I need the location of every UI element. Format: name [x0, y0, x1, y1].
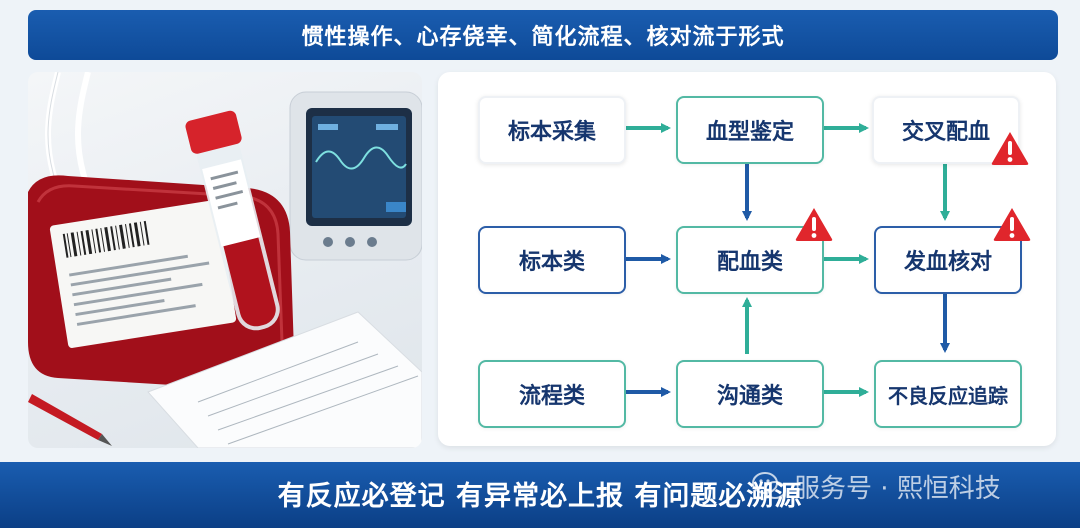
- warning-icon: [795, 208, 833, 241]
- node-adverse-reaction-tracking: 不良反应追踪: [874, 360, 1022, 428]
- node-label: 发血核对: [903, 250, 992, 275]
- node-label: 沟通类: [716, 384, 783, 409]
- flow-arrows: [624, 123, 950, 397]
- node-specimen-category: 标本类: [478, 226, 626, 294]
- bottom-slogan: 有反应必登记 有异常必上报 有问题必溯源: [277, 481, 803, 512]
- node-label: 标本类: [518, 250, 585, 275]
- node-label: 流程类: [518, 384, 585, 409]
- warning-icon: [993, 208, 1031, 241]
- node-label: 配血类: [716, 250, 783, 275]
- wechat-icon: [752, 472, 786, 499]
- node-blood-typing: 血型鉴定: [676, 96, 824, 164]
- node-process-category: 流程类: [478, 360, 626, 428]
- node-crossmatch: 交叉配血: [872, 96, 1020, 164]
- node-label: 血型鉴定: [705, 120, 794, 145]
- node-specimen-collection: 标本采集: [478, 96, 626, 164]
- top-banner: 惯性操作、心存侥幸、简化流程、核对流于形式: [28, 10, 1058, 60]
- watermark-text: 服务号 · 熙恒科技: [794, 473, 1001, 504]
- form-document-image: [147, 311, 422, 448]
- monitor-device-image: [289, 91, 422, 261]
- node-label: 交叉配血: [901, 120, 990, 145]
- watermark: 服务号 · 熙恒科技: [752, 464, 1001, 508]
- node-label: 标本采集: [507, 120, 596, 145]
- bottom-banner: [0, 462, 1080, 528]
- banner-title: 惯性操作、心存侥幸、简化流程、核对流于形式: [301, 25, 785, 50]
- blood-bag-photo: [28, 72, 422, 448]
- blood-bag-illustration: [28, 72, 422, 448]
- pen-image: [28, 394, 112, 446]
- warning-icon: [991, 132, 1029, 165]
- node-communication-category: 沟通类: [676, 360, 824, 428]
- node-label: 不良反应追踪: [888, 383, 1008, 408]
- test-tube-image: [185, 110, 280, 331]
- flowchart-panel: 标本采集 血型鉴定 交叉配血 标本类 配血类 发血核对 流程类 沟通类 不良反应…: [438, 72, 1056, 446]
